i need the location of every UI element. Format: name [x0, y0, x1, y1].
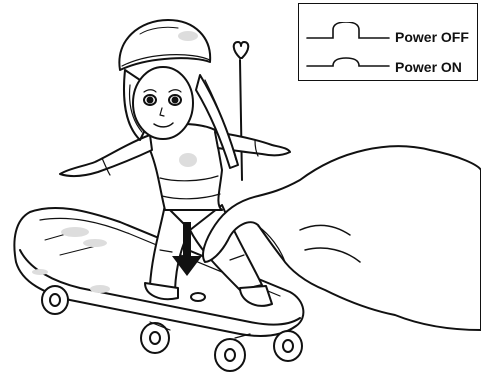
legend-row-power-off: Power OFF [299, 22, 477, 52]
power-off-label: Power OFF [395, 29, 469, 45]
power-on-switch-icon [303, 52, 393, 72]
doll-head [133, 67, 193, 139]
power-on-label: Power ON [395, 59, 462, 75]
power-legend: Power OFF Power ON [298, 3, 478, 81]
helmet [119, 20, 210, 70]
legend-row-power-on: Power ON [299, 52, 477, 82]
power-off-switch-icon [303, 22, 393, 42]
